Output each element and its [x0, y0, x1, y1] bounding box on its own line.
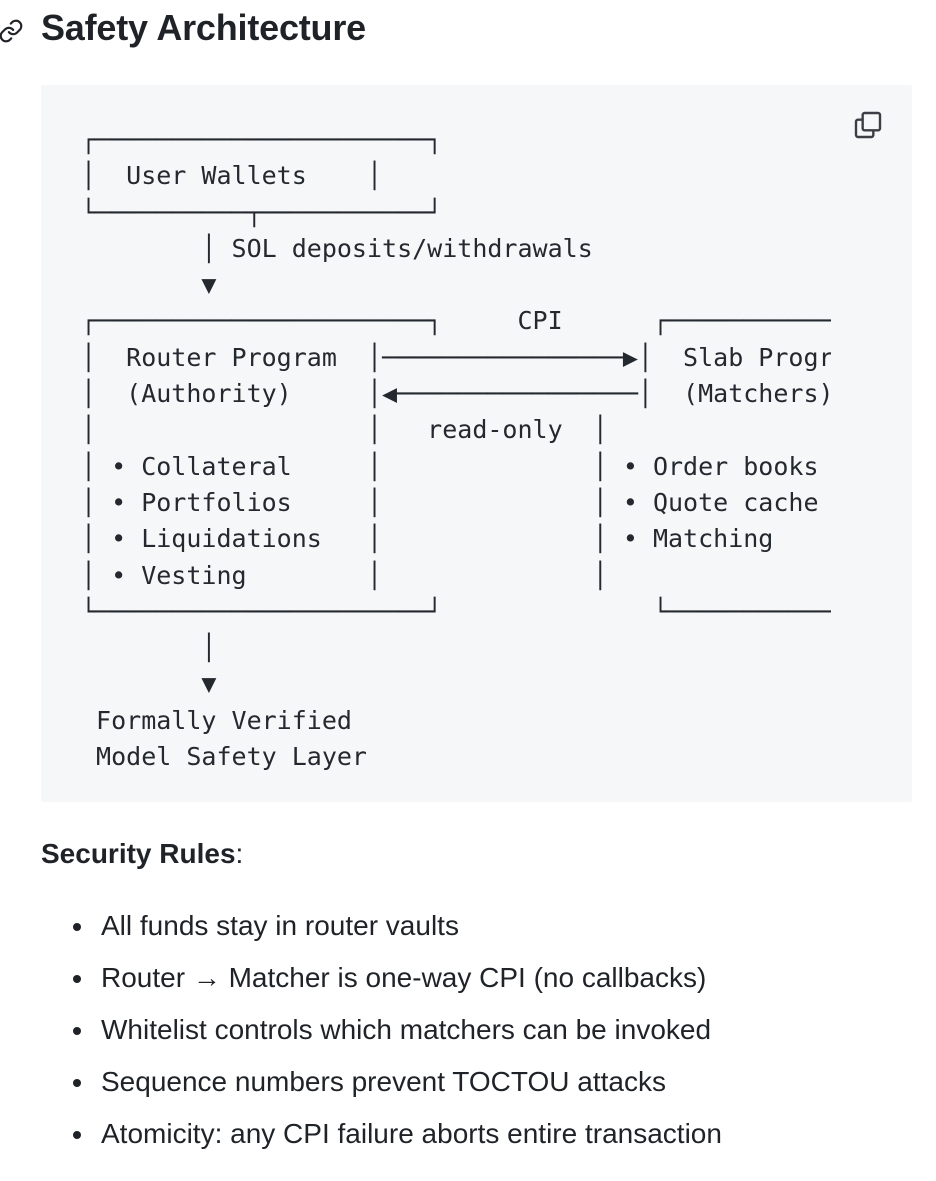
link-icon[interactable] [0, 18, 24, 44]
list-item: Atomicity: any CPI failure aborts entire… [73, 1108, 722, 1160]
list-item: Router → Matcher is one-way CPI (no call… [73, 952, 722, 1004]
rules-heading-bold: Security Rules [41, 838, 236, 869]
list-item: Sequence numbers prevent TOCTOU attacks [73, 1056, 722, 1108]
rules-heading: Security Rules: [41, 834, 243, 874]
architecture-diagram: ┌──────────────────────┐ │ User Wallets … [81, 122, 831, 775]
rules-list: All funds stay in router vaults Router →… [73, 900, 722, 1160]
code-block: ┌──────────────────────┐ │ User Wallets … [41, 85, 912, 802]
code-content: ┌──────────────────────┐ │ User Wallets … [81, 125, 831, 772]
list-item: All funds stay in router vaults [73, 900, 722, 952]
rules-heading-suffix: : [235, 838, 244, 869]
copy-icon [854, 111, 882, 139]
code-clip: ┌──────────────────────┐ │ User Wallets … [81, 122, 831, 782]
list-item: Whitelist controls which matchers can be… [73, 1004, 722, 1056]
page-title: Safety Architecture [41, 7, 366, 48]
copy-button[interactable] [850, 107, 886, 143]
